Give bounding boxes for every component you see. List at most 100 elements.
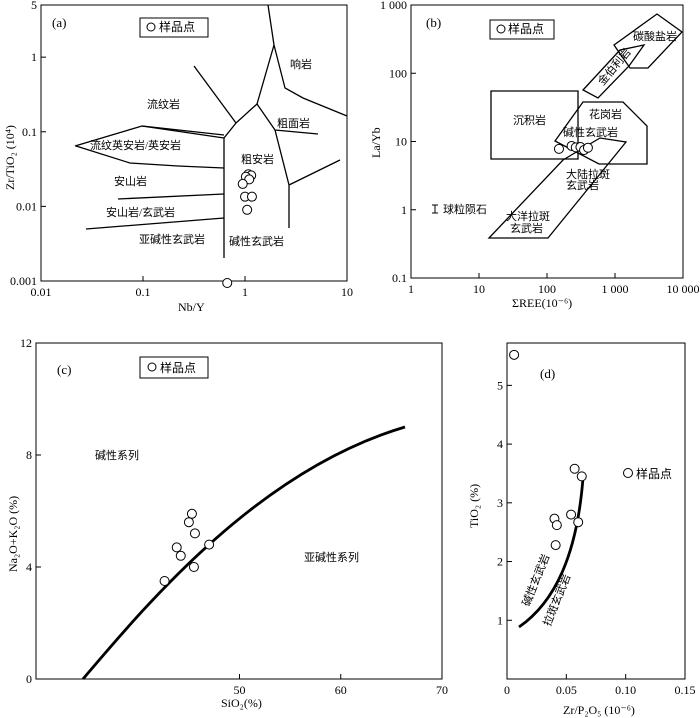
panel-d-ytick-label: 1 <box>497 613 503 627</box>
panel-c-legend-marker <box>147 362 157 372</box>
panel-a-ylabel: Zr/TiO₂ (10⁴) <box>3 125 17 190</box>
panel-d-xtick-label: 0.15 <box>675 683 696 697</box>
panel-a-xtick-label: 0.1 <box>136 285 151 299</box>
panel-b-sample-point <box>553 143 564 154</box>
panel-c-ytick-label: 4 <box>26 560 32 574</box>
panel-a-field-label: 亚碱性玄武岩 <box>139 232 205 246</box>
panel-c-ylabel: Na₂O+K₂O (%) <box>6 496 20 572</box>
panel-b-ytick-label: 1 <box>401 203 407 217</box>
panel-d: (d) 样品点 碱性玄武岩 拉斑玄武岩 Zr/P₂O₅ (10⁻⁶) TiO₂ … <box>467 342 696 717</box>
panel-a-sample-point <box>246 191 257 202</box>
panel-c-field-label: 亚碱性系列 <box>304 550 359 564</box>
panel-c-legend-label: 样品点 <box>160 360 196 375</box>
panel-b-ytick-label: 0.1 <box>392 271 407 285</box>
panel-a: (a) 样品点 响岩 流纹岩 粗面岩 流纹英安岩/英安岩 粗安岩 安山岩 安山岩… <box>3 0 353 314</box>
panel-a-xtick-label: 1 <box>242 285 248 299</box>
panel-a-field-boundary <box>141 125 225 136</box>
panel-a-field-boundary <box>267 4 348 117</box>
panel-d-sample-point <box>550 540 561 551</box>
panel-a-ytick-label: 0.1 <box>22 125 37 139</box>
panel-a-field-boundary <box>75 145 225 169</box>
panel-d-xtick-label: 0.05 <box>556 683 577 697</box>
panel-a-xlabel: Nb/Y <box>178 300 205 314</box>
panel-c-sample-point <box>204 539 215 550</box>
panel-b-field-label: 玄武岩 <box>566 178 599 192</box>
panel-a-label: (a) <box>52 15 66 30</box>
panel-a-ytick-label: 1 <box>31 50 37 64</box>
panel-b: (b) 样品点 碳酸盐岩 金伯利岩 沉积岩 花岗岩 碱性玄武岩 大陆拉斑 玄武岩… <box>369 0 700 310</box>
panel-b-legend-label: 样品点 <box>508 21 544 36</box>
panel-b-xtick-label: 1 000 <box>602 282 629 296</box>
panel-b-ytick-label: 1 000 <box>380 0 407 12</box>
panel-c-xtick-label: 70 <box>436 683 448 697</box>
panel-a-field-label: 碱性玄武岩 <box>229 234 284 248</box>
panel-b-field-basalt-trend <box>487 137 628 239</box>
panel-c-sample-point <box>175 550 186 561</box>
panel-a-ytick-label: 0.001 <box>10 274 37 288</box>
panel-b-sample-point <box>582 142 593 153</box>
panel-b-field-label: 碱性玄武岩 <box>563 125 618 139</box>
panel-a-field-boundary <box>193 65 237 124</box>
panel-d-sample-point <box>573 517 584 528</box>
panel-c-ytick-label: 12 <box>20 336 32 350</box>
panel-b-field-carbonatite <box>613 13 683 69</box>
panel-d-legend-marker <box>623 468 633 478</box>
panel-b-field-label: 碳酸盐岩 <box>633 29 677 43</box>
panel-b-field-label: 大陆拉斑 <box>566 167 610 181</box>
panel-a-field-boundary <box>288 159 341 186</box>
panel-c-xlabel: SiO₂(%) <box>221 696 262 710</box>
panel-b-field-label: 沉积岩 <box>513 113 546 127</box>
panel-a-field-boundary <box>235 44 275 124</box>
panel-d-sample-point <box>551 520 562 531</box>
panel-b-field-label: 大洋拉斑 <box>506 209 550 223</box>
panel-a-field-boundary <box>117 193 225 200</box>
panel-a-sample-point <box>222 278 233 289</box>
panel-c-sample-point <box>171 542 182 553</box>
panel-b-field-label: 花岗岩 <box>589 107 622 121</box>
panel-c-sample-point <box>186 508 197 519</box>
panel-b-xlabel: ΣREE(10⁻⁶) <box>512 296 572 310</box>
panel-a-legend-label: 样品点 <box>159 19 195 34</box>
panel-d-xtick-label: 0 <box>504 683 510 697</box>
panel-d-frame <box>506 342 686 680</box>
panel-b-field-annotation: 球粒陨石 <box>443 202 487 216</box>
panel-b-ytick-label: 10 <box>395 135 407 149</box>
panel-c-sample-point <box>183 517 194 528</box>
panel-d-ytick-label: 4 <box>497 437 503 451</box>
panel-a-ytick-label: 5 <box>31 0 37 12</box>
panel-a-sample-point <box>242 204 253 215</box>
panel-b-xtick-label: 100 <box>538 282 556 296</box>
panel-a-legend-marker <box>146 22 156 32</box>
panel-b-field-granite <box>554 101 648 165</box>
panel-b-label: (b) <box>426 15 441 30</box>
panel-a-field-boundary <box>85 217 225 230</box>
panel-b-ytick-label: 100 <box>389 66 407 80</box>
panel-a-field-boundary <box>274 129 290 228</box>
panel-b-xtick-label: 1 <box>408 282 414 296</box>
panel-c-xtick-label: 50 <box>234 683 246 697</box>
panel-c-ytick-label: 0 <box>26 672 32 686</box>
panel-a-field-label: 流纹英安岩/英安岩 <box>90 138 181 152</box>
panel-a-legend-box <box>139 17 209 38</box>
panel-a-xtick-label: 0.01 <box>31 285 52 299</box>
panel-c-sample-point <box>189 528 200 539</box>
panel-b-field-kimberlite <box>581 44 646 99</box>
panel-b-field-sedimentary <box>490 90 579 160</box>
panel-c-ytick-label: 8 <box>26 448 32 462</box>
panel-d-ytick-label: 5 <box>497 378 503 392</box>
panel-a-field-label: 粗面岩 <box>277 116 310 130</box>
panel-b-legend-box <box>489 19 555 40</box>
panel-d-xlabel: Zr/P₂O₅ (10⁻⁶) <box>563 703 635 717</box>
panel-d-sample-point <box>509 349 520 360</box>
panel-c-legend-box <box>139 356 209 379</box>
panel-a-sample-point <box>237 178 248 189</box>
panel-b-legend-marker <box>496 24 506 34</box>
panel-a-field-label: 粗安岩 <box>241 152 274 166</box>
panel-c-field-label: 碱性系列 <box>95 448 139 462</box>
panel-b-field-label: 玄武岩 <box>510 221 543 235</box>
panel-d-sample-point <box>576 471 587 482</box>
panel-a-ytick-label: 0.01 <box>16 199 37 213</box>
panel-d-divider-curve <box>518 477 585 629</box>
panel-c-xtick-label: 60 <box>335 683 347 697</box>
